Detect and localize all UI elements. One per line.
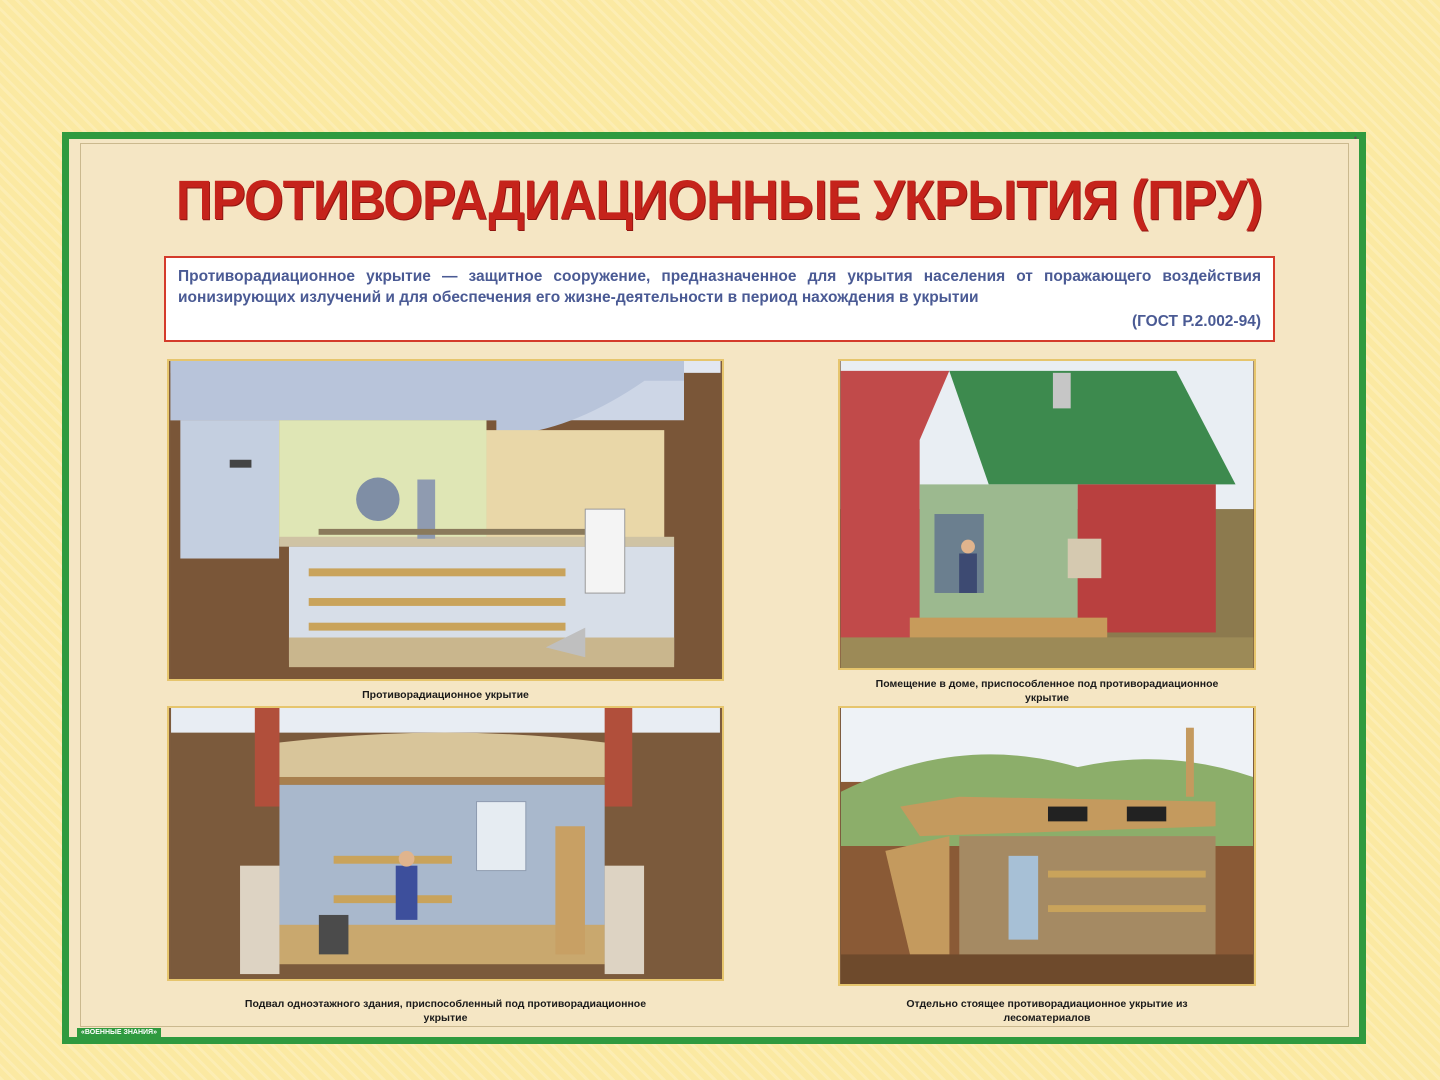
poster: • ПРОТИВОРАДИАЦИОННЫЕ УКРЫТИЯ (ПРУ) Прот… <box>62 132 1366 1044</box>
building-basement-illustration <box>170 361 721 679</box>
definition-text: Противорадиационное укрытие — защитное с… <box>178 268 1261 306</box>
house-room-illustration <box>840 361 1254 668</box>
corner-mark: • <box>1353 133 1357 143</box>
basement-one-storey-illustration <box>171 708 720 979</box>
caption-dugout-timber-shelter: Отдельно стоящее противорадиационное укр… <box>906 998 1188 1024</box>
dugout-timber-illustration <box>840 708 1254 984</box>
illustration-basement-one-storey-shelter <box>167 706 724 981</box>
illustration-building-basement-shelter <box>167 359 724 681</box>
poster-inner-frame <box>80 143 1349 1027</box>
caption-house-room-shelter: Помещение в доме, приспособленное под пр… <box>875 678 1219 704</box>
definition-source: (ГОСТ Р.2.002-94) <box>1131 313 1261 330</box>
caption-basement-one-storey-shelter: Подвал одноэтажного здания, приспособлен… <box>244 998 647 1024</box>
caption-building-basement-shelter: Противорадиационное укрытие <box>362 689 529 701</box>
definition-box: Противорадиационное укрытие — защитное с… <box>164 256 1275 342</box>
poster-title: ПРОТИВОРАДИАЦИОННЫЕ УКРЫТИЯ (ПРУ) <box>175 168 1263 231</box>
illustration-dugout-timber-shelter <box>838 706 1256 986</box>
publisher-mark: «ВОЕННЫЕ ЗНАНИЯ» <box>77 1028 161 1037</box>
illustration-house-room-shelter <box>838 359 1256 670</box>
